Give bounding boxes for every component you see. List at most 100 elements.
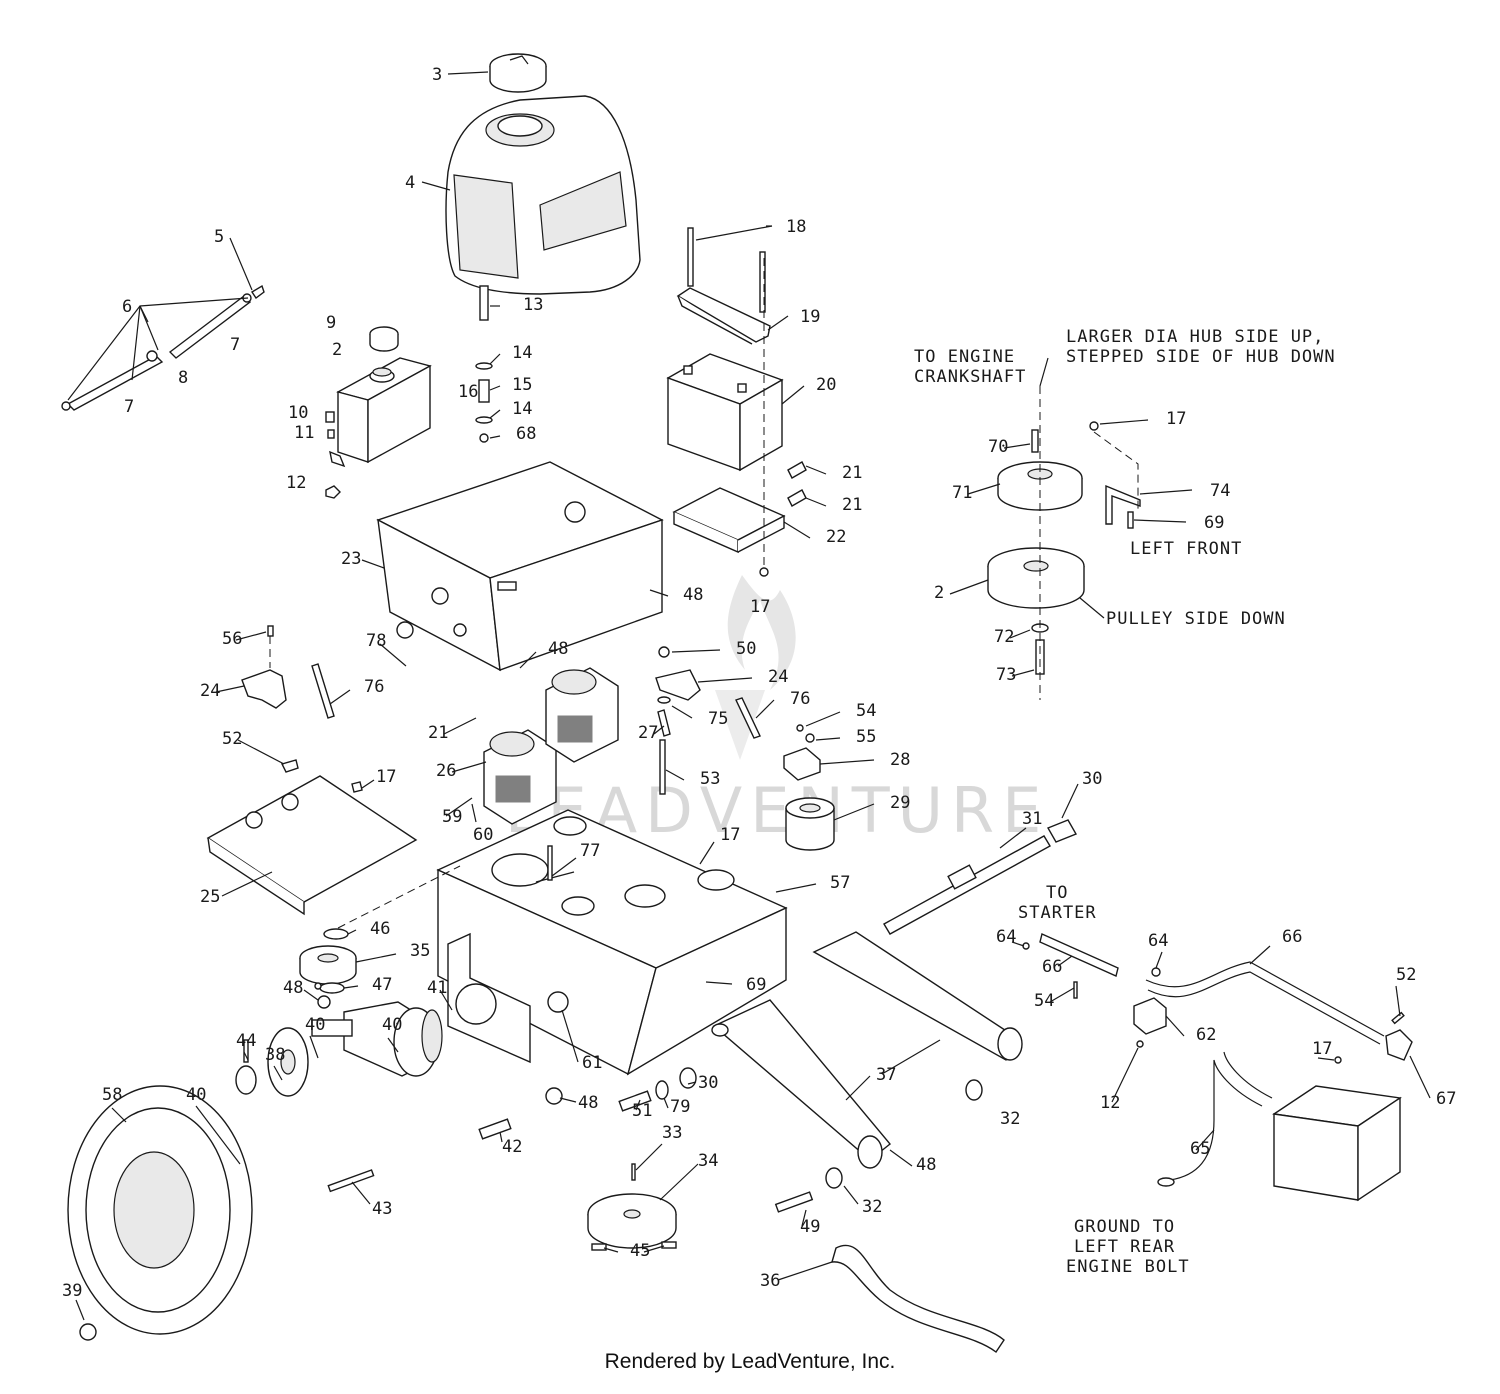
battery-upper[interactable] <box>666 353 784 472</box>
callout-75: 75 <box>708 709 728 729</box>
callout-22: 22 <box>826 527 846 547</box>
callout-52: 52 <box>222 729 242 749</box>
callout-61: 61 <box>582 1053 602 1073</box>
right-pump-arm[interactable] <box>655 646 821 795</box>
callout-24: 24 <box>768 667 788 687</box>
callout-41: 41 <box>427 978 447 998</box>
callout-2: 2 <box>934 583 944 603</box>
callout-66: 66 <box>1042 957 1062 977</box>
callout-17: 17 <box>1166 409 1186 429</box>
callout-numbers: 3456787921011161213141514681819202121222… <box>62 65 1456 1301</box>
callout-74: 74 <box>1210 481 1230 501</box>
hydro-pump-left[interactable] <box>483 729 557 825</box>
fuel-lines[interactable] <box>61 284 265 411</box>
battery-hold-down[interactable] <box>676 227 771 345</box>
callout-17: 17 <box>720 825 740 845</box>
callout-62: 62 <box>1196 1025 1216 1045</box>
callout-78: 78 <box>366 631 386 651</box>
battery-tray[interactable] <box>672 461 807 554</box>
left-pump-arm[interactable] <box>241 625 335 719</box>
callout-12: 12 <box>286 473 306 493</box>
drive-pulley[interactable] <box>587 1163 677 1251</box>
callout-36: 36 <box>760 1271 780 1291</box>
callout-56: 56 <box>222 629 242 649</box>
note-to-engine-line1: TO ENGINE <box>914 347 1015 367</box>
callout-39: 39 <box>62 1281 82 1301</box>
callout-69: 69 <box>1204 513 1224 533</box>
callout-34: 34 <box>698 1151 718 1171</box>
battery-lower[interactable] <box>1272 1085 1402 1202</box>
watermark: LEADVENTURE <box>505 575 1041 847</box>
nut-17[interactable] <box>759 567 769 577</box>
callout-5: 5 <box>214 227 224 247</box>
motor-mount-bracket[interactable] <box>447 932 531 1064</box>
callout-67: 67 <box>1436 1089 1456 1109</box>
callout-30: 30 <box>698 1073 718 1093</box>
callout-48: 48 <box>548 639 568 659</box>
starter-wiring[interactable] <box>1022 933 1413 1187</box>
callout-66: 66 <box>1282 927 1302 947</box>
callout-54: 54 <box>856 701 876 721</box>
oil-reservoir[interactable] <box>325 326 432 499</box>
fuel-cap[interactable] <box>489 53 547 93</box>
callout-54: 54 <box>1034 991 1054 1011</box>
callout-21: 21 <box>842 495 862 515</box>
callout-49: 49 <box>800 1217 820 1237</box>
frame-upper[interactable] <box>376 461 664 672</box>
wheel-hub[interactable] <box>243 1027 375 1193</box>
callout-48: 48 <box>283 978 303 998</box>
main-frame[interactable] <box>436 809 788 1076</box>
callout-10: 10 <box>288 403 308 423</box>
callout-30: 30 <box>1082 769 1102 789</box>
rear-wheel[interactable] <box>67 1065 257 1341</box>
callout-64: 64 <box>1148 931 1168 951</box>
callout-33: 33 <box>662 1123 682 1143</box>
callout-48: 48 <box>916 1155 936 1175</box>
note-larger-hub-line2: STEPPED SIDE OF HUB DOWN <box>1066 347 1336 367</box>
idler-pulley[interactable] <box>299 928 357 1009</box>
callout-12: 12 <box>1100 1093 1120 1113</box>
wheel-motor[interactable] <box>311 982 443 1077</box>
callout-46: 46 <box>370 919 390 939</box>
callout-21: 21 <box>428 723 448 743</box>
callout-2: 2 <box>332 340 342 360</box>
callout-70: 70 <box>988 437 1008 457</box>
callout-60: 60 <box>473 825 493 845</box>
note-ground-line1: GROUND TO <box>1074 1217 1175 1237</box>
oil-filter[interactable] <box>785 797 835 851</box>
callout-44: 44 <box>236 1031 256 1051</box>
hydro-pump-right[interactable] <box>545 667 619 763</box>
callout-76: 76 <box>364 677 384 697</box>
callout-55: 55 <box>856 727 876 747</box>
callout-17: 17 <box>1312 1039 1332 1059</box>
callout-57: 57 <box>830 873 850 893</box>
callout-77: 77 <box>580 841 600 861</box>
callout-64: 64 <box>996 927 1016 947</box>
note-to-starter-line1: TO <box>1046 883 1068 903</box>
callout-24: 24 <box>200 681 220 701</box>
callout-32: 32 <box>862 1197 882 1217</box>
note-to-engine-line2: CRANKSHAFT <box>914 367 1026 387</box>
callout-28: 28 <box>890 750 910 770</box>
callout-69: 69 <box>746 975 766 995</box>
callout-79: 79 <box>670 1097 690 1117</box>
callout-72: 72 <box>994 627 1014 647</box>
stud-and-spacers[interactable] <box>475 285 493 443</box>
callout-45: 45 <box>630 1241 650 1261</box>
callout-40: 40 <box>382 1015 402 1035</box>
drive-belt[interactable] <box>831 1244 1005 1354</box>
callout-59: 59 <box>442 807 462 827</box>
callout-26: 26 <box>436 761 456 781</box>
callout-47: 47 <box>372 975 392 995</box>
callout-27: 27 <box>638 723 658 743</box>
callout-68: 68 <box>516 424 536 444</box>
axle-assembly[interactable] <box>711 819 1078 1213</box>
assembly-notes: LARGER DIA HUB SIDE UP, STEPPED SIDE OF … <box>914 327 1336 1277</box>
callout-3: 3 <box>432 65 442 85</box>
callout-4: 4 <box>405 173 415 193</box>
callout-15: 15 <box>512 375 532 395</box>
callout-71: 71 <box>952 483 972 503</box>
fuel-tank[interactable] <box>445 95 641 295</box>
access-plate[interactable] <box>206 759 418 916</box>
